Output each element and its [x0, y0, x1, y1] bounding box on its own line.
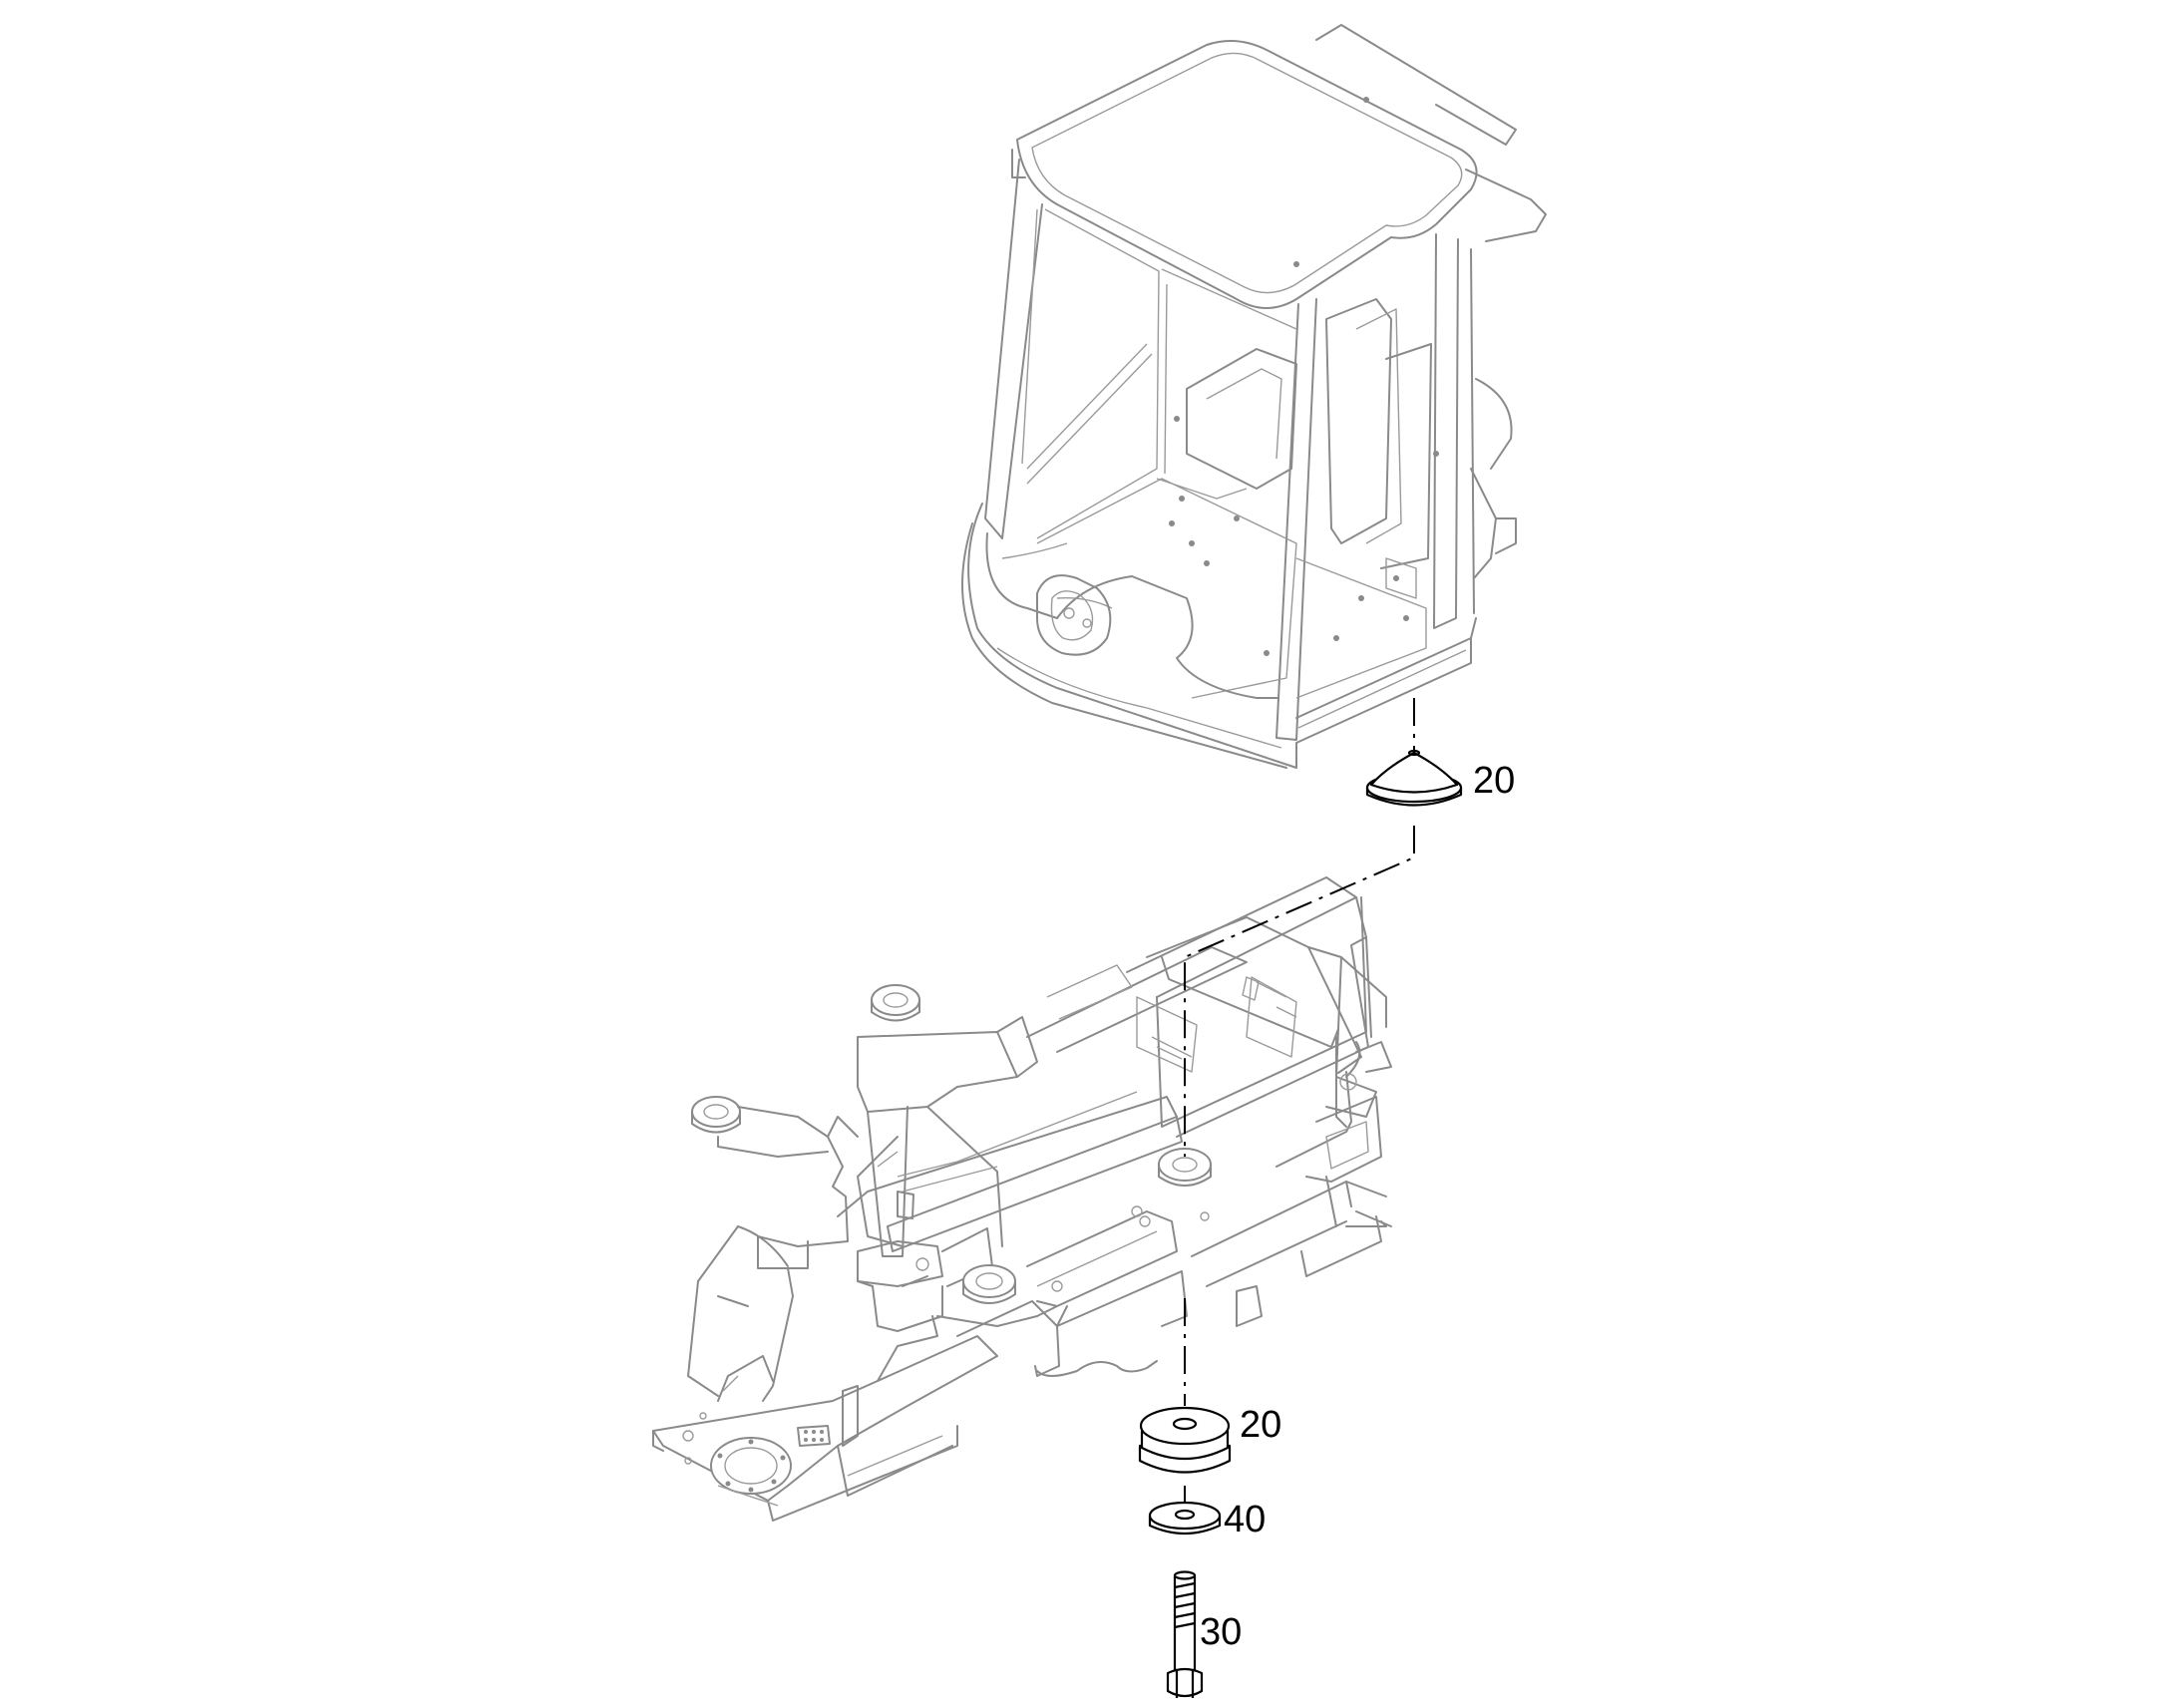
- operator-cab: [961, 24, 1547, 769]
- chassis-frame: [652, 876, 1392, 1522]
- callout-washer: 40: [1224, 1499, 1267, 1540]
- callout-lower-mount: 20: [1240, 1404, 1282, 1446]
- assembly-axis-lines: [1184, 698, 1415, 1516]
- washer: [1148, 1501, 1222, 1536]
- callout-upper-mount: 20: [1473, 760, 1516, 802]
- rubber-mount-upper: [1365, 749, 1463, 807]
- callout-bolt: 30: [1200, 1611, 1243, 1653]
- hex-bolt: [1166, 1570, 1204, 1698]
- rubber-mount-lower: [1138, 1406, 1232, 1474]
